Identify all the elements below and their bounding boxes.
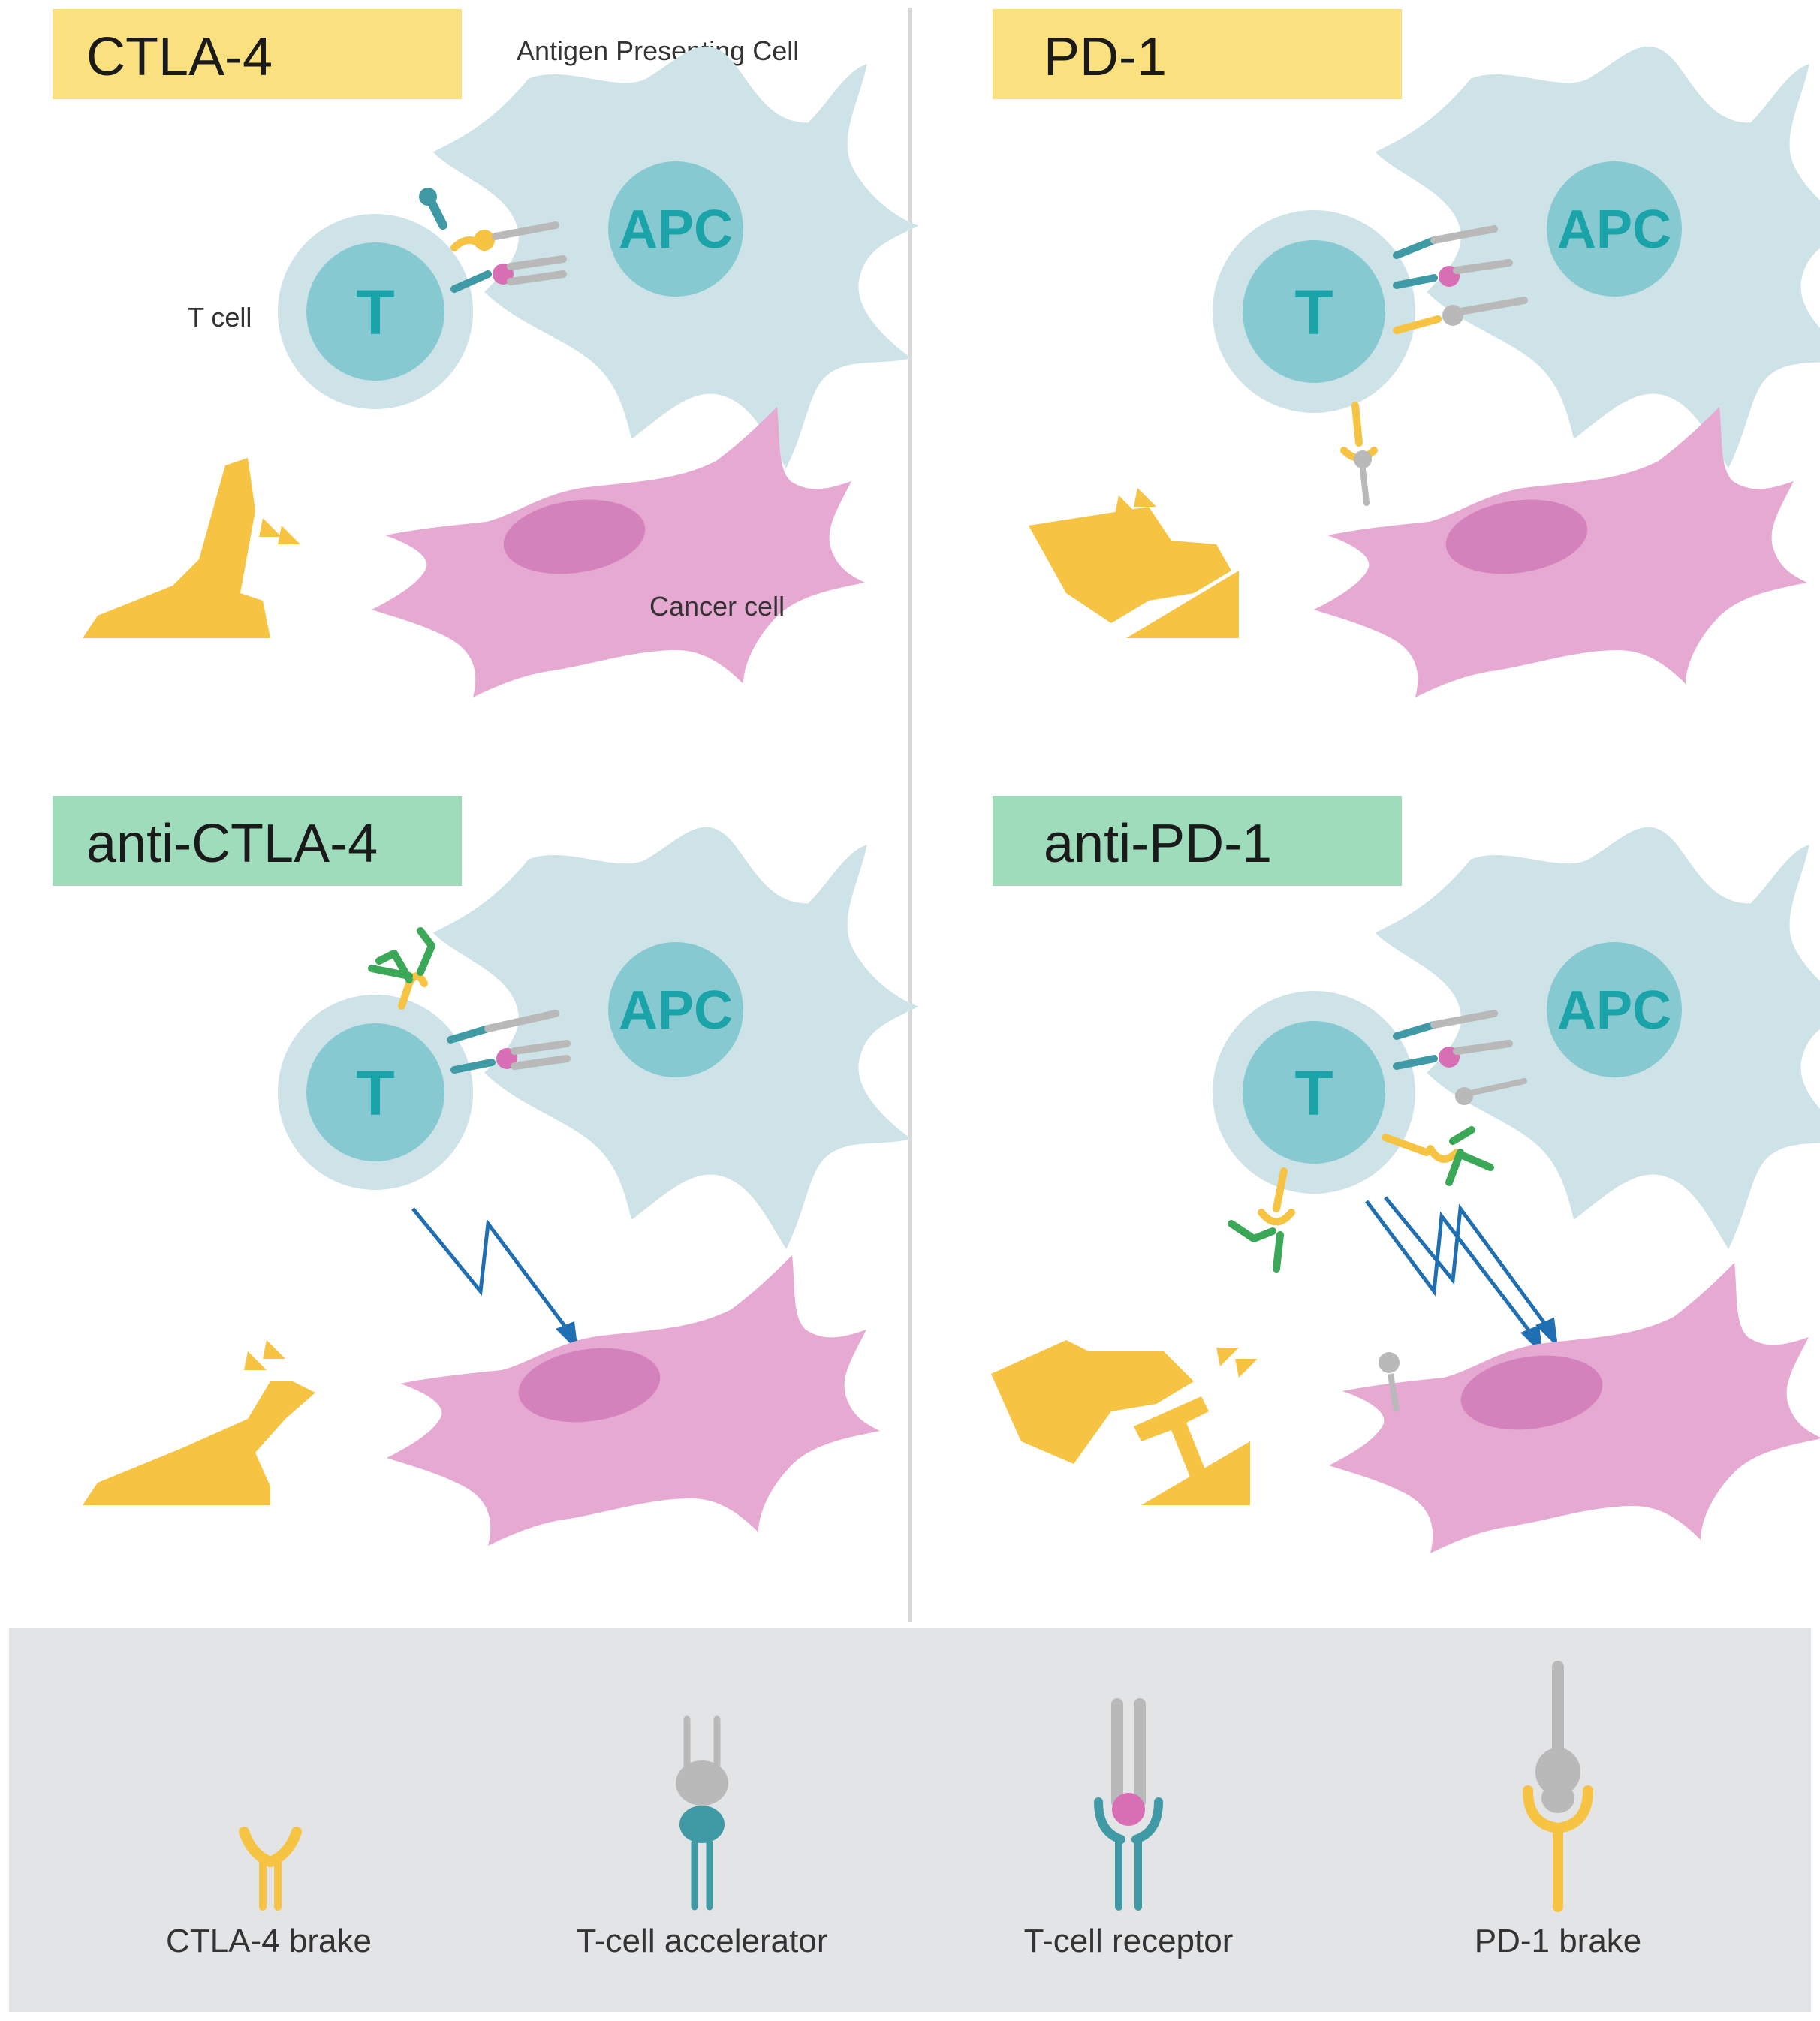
legend-label-tcell-receptor: T-cell receptor: [1024, 1923, 1234, 1959]
attack-arrowhead: [1535, 1318, 1558, 1348]
accelerator-pedal-pressed: [83, 1381, 315, 1505]
apc-letter: APC: [619, 200, 733, 260]
t-letter: T: [1294, 1058, 1333, 1128]
brake-pedal: [1141, 1441, 1250, 1505]
brake-release-spring: [1134, 1396, 1209, 1486]
apc-letter: APC: [1557, 980, 1671, 1041]
t-letter: T: [1294, 277, 1333, 348]
panel-title-pd1: PD-1: [1044, 27, 1167, 87]
legend-label-pd1-brake: PD-1 brake: [1475, 1923, 1642, 1959]
legend-tcell-accelerator-icon: [676, 1715, 728, 1911]
apc-nucleus: [1547, 161, 1682, 297]
anti-pd1-antibody: [1228, 1167, 1295, 1273]
cancer-nucleus: [503, 499, 646, 574]
pedal-motion-arrows: [1115, 488, 1156, 514]
attack-signal-arrow: [1384, 1196, 1556, 1338]
apc-nucleus: [608, 161, 743, 297]
apc-caption: Antigen Presenting Cell: [517, 35, 799, 66]
legend-tcell-receptor-icon: [1094, 1698, 1163, 1911]
panel-title-anti-pd1: anti-PD-1: [1044, 814, 1272, 874]
receptor-cluster: [1393, 1010, 1527, 1105]
receptor-cluster: [1340, 225, 1528, 506]
pedal-motion-arrows: [1216, 1348, 1258, 1378]
legend-label-tcell-accelerator: T-cell accelerator: [576, 1923, 827, 1959]
t-cell-caption: T cell: [188, 302, 252, 333]
apc-letter: APC: [619, 980, 733, 1041]
receptor-cluster: [419, 188, 567, 293]
pd-l1-stem: [1388, 1373, 1400, 1412]
t-cell-nucleus: [306, 242, 444, 381]
title-box-anti-ctla4: [53, 796, 462, 886]
legend-pd1-brake-icon: [1523, 1661, 1593, 1912]
pd-l1-ligand: [1379, 1352, 1400, 1373]
panel-pd1: PD-1 APC T: [993, 9, 1820, 697]
attack-signal-arrow: [1365, 1200, 1541, 1345]
t-cell-nucleus: [306, 1023, 444, 1161]
panel-title-ctla4: CTLA-4: [86, 27, 273, 87]
attack-signal-arrow: [411, 1207, 580, 1345]
legend: CTLA-4 brake T-cell accelerator T-cell r…: [9, 1628, 1811, 2012]
title-box-pd1: [993, 9, 1402, 99]
t-letter: T: [356, 277, 394, 348]
t-cell-nucleus: [1243, 240, 1385, 383]
apc-nucleus: [1547, 942, 1682, 1077]
legend-ctla4-brake-icon: [239, 1827, 302, 1911]
receptor-cluster: [447, 1010, 571, 1074]
accelerator-pedal: [83, 458, 270, 638]
panel-anti-ctla4: anti-CTLA-4 APC T: [53, 796, 919, 1546]
legend-background: [9, 1628, 1811, 2012]
pedal-motion-arrows: [244, 1340, 285, 1370]
cancer-nucleus: [1460, 1355, 1603, 1430]
apc-letter: APC: [1557, 200, 1671, 260]
foot-on-brake: [1029, 507, 1231, 623]
panel-ctla4: CTLA-4 Antigen Presenting Cell APC T T c…: [53, 9, 919, 697]
t-letter: T: [356, 1058, 394, 1128]
legend-label-ctla4-brake: CTLA-4 brake: [166, 1923, 372, 1959]
cancer-cell-caption: Cancer cell: [649, 591, 785, 622]
pedal-motion-arrows: [259, 518, 300, 544]
anti-pd1-antibody: [1382, 1126, 1494, 1186]
anti-ctla4-antibody: [368, 927, 435, 1010]
cancer-nucleus: [1445, 499, 1588, 574]
t-cell-nucleus: [1243, 1021, 1385, 1164]
panel-title-anti-ctla4: anti-CTLA-4: [86, 814, 378, 874]
brake-pedal: [1126, 571, 1239, 638]
title-box-anti-pd1: [993, 796, 1402, 886]
panel-anti-pd1: anti-PD-1 APC T: [991, 796, 1820, 1553]
cancer-nucleus: [518, 1348, 661, 1423]
title-box-ctla4: [53, 9, 462, 99]
foot-lifted: [991, 1340, 1194, 1464]
apc-nucleus: [608, 942, 743, 1077]
